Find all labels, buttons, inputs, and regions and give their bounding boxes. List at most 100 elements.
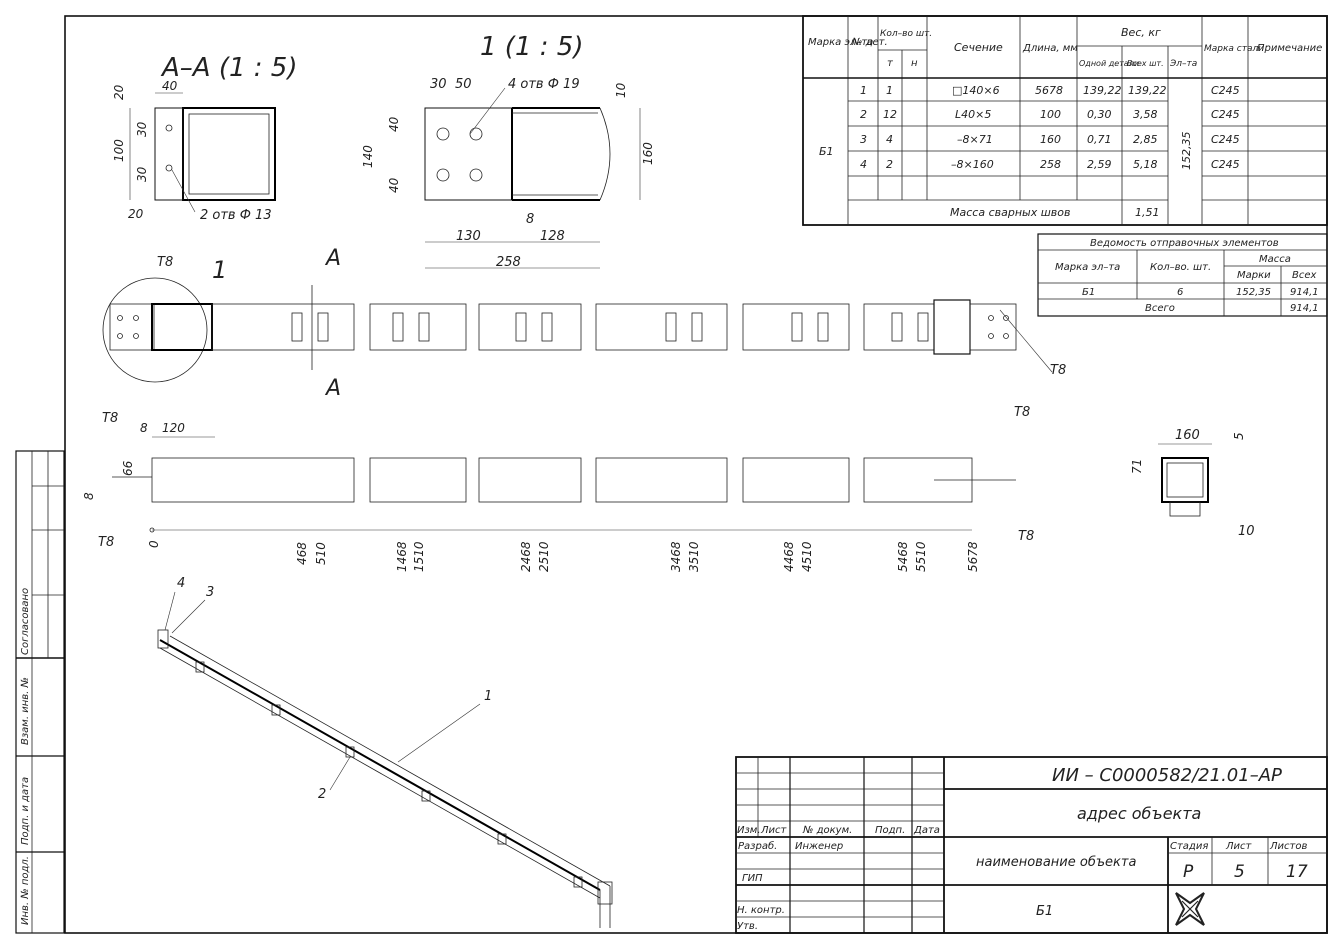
chain-3510: 3510 (687, 541, 701, 572)
node-dim-50: 50 (455, 77, 472, 92)
spec-table: Марка эл–та № дет. Кол–во шт. т н Сечени… (802, 15, 1328, 226)
spec-h-qty-t: т (887, 58, 894, 69)
chain-2468: 2468 (519, 541, 533, 572)
spec-welds-label: Масса сварных швов (950, 206, 1070, 219)
spec-h-note: Примечание (1257, 43, 1322, 54)
spec-r1-qty: 1 (886, 84, 893, 97)
section-dim-20b: 20 (128, 207, 144, 221)
section-dim-40: 40 (162, 79, 178, 93)
front-weld-br: Т8 (1018, 529, 1034, 544)
node-dim-140: 140 (361, 145, 375, 168)
node-dim-10: 10 (614, 82, 628, 98)
stamp-sheet-name: Б1 (1036, 904, 1053, 919)
spec-r4-sec: –8×160 (951, 158, 994, 171)
spec-r1-one: 139,22 (1083, 84, 1122, 97)
spec-h-weight: Вес, кг (1121, 26, 1161, 39)
plan-node-callout: 1 (212, 256, 227, 284)
section-title: А–А (1 : 5) (160, 53, 298, 83)
spec-r2-all: 3,58 (1133, 108, 1158, 121)
section-dim-100: 100 (112, 139, 126, 162)
shipping-table: Ведомость отправочных элементов Марка эл… (1037, 233, 1328, 317)
spec-r4-steel: С245 (1211, 158, 1240, 171)
ship-per: 152,35 (1236, 287, 1271, 298)
section-holes: 2 отв Ф 13 (200, 208, 272, 223)
isometric-view: 4 3 1 2 (157, 576, 613, 928)
ship-total-label: Всего (1145, 303, 1175, 314)
spec-r1-n: 1 (860, 84, 867, 97)
end-dim-160: 160 (1175, 428, 1200, 443)
stamp-h-list: Лист (760, 825, 788, 836)
side-strip: Согласовано Взам. инв. № Подп. и дата Ин… (15, 450, 65, 934)
stamp-stage-label: Стадия (1170, 841, 1208, 852)
spec-r4-one: 2,59 (1087, 158, 1112, 171)
stamp-stage: Р (1183, 862, 1194, 882)
chain-510: 510 (314, 542, 328, 565)
spec-h-w-one: Одной детали (1079, 59, 1139, 68)
ship-all: 914,1 (1290, 287, 1319, 298)
ship-mark: Б1 (1082, 287, 1095, 298)
spec-h-w-el: Эл–та (1169, 59, 1197, 69)
spec-h-mark: Марка эл–та (808, 37, 873, 48)
node-dim-130: 130 (456, 229, 481, 244)
spec-r3-n: 3 (860, 133, 867, 146)
end-dim-71: 71 (1130, 459, 1144, 474)
spec-r3-all: 2,85 (1133, 133, 1158, 146)
spec-welds-value: 1,51 (1135, 206, 1160, 219)
ship-qty: 6 (1177, 287, 1183, 298)
section-dim-20a: 20 (112, 84, 126, 100)
end-view: 160 5 71 10 (1130, 428, 1255, 539)
section-dim-30a: 30 (135, 121, 149, 137)
node-dim-258: 258 (496, 255, 521, 270)
stamp-role-gip: ГИП (742, 873, 763, 884)
spec-r1-all: 139,22 (1128, 84, 1167, 97)
front-weld-tr: Т8 (1014, 405, 1030, 420)
chain-5510: 5510 (914, 541, 928, 572)
front-dim-66: 66 (121, 460, 135, 476)
stamp-address: адрес объекта (1077, 804, 1201, 823)
front-dim-120: 120 (162, 421, 185, 435)
spec-r3-len: 160 (1040, 133, 1061, 146)
spec-r2-n: 2 (860, 108, 867, 121)
end-dim-5: 5 (1232, 432, 1246, 440)
ship-h-mark: Марка эл–та (1055, 262, 1120, 273)
hole (436, 168, 450, 182)
spec-r2-sec: L40×5 (955, 108, 991, 121)
side-inv: Инв. № подл. (20, 856, 31, 925)
plan-weld-tl: Т8 (157, 255, 173, 270)
spec-r3-qty: 4 (886, 133, 893, 146)
section-dim-30b: 30 (135, 166, 149, 182)
beam-plan-view: 1 Т8 А А Т8 (102, 246, 1066, 401)
front-dim-8a: 8 (140, 421, 148, 435)
spec-r4-all: 5,18 (1133, 158, 1158, 171)
stamp-sheets: 17 (1286, 862, 1308, 882)
spec-h-w-all: Всех шт. (1127, 59, 1164, 68)
section-a-a: А–А (1 : 5) 40 20 30 100 30 20 2 отв Ф 1… (112, 53, 298, 223)
node-dim-160: 160 (641, 142, 655, 165)
chain-0: 0 (147, 540, 161, 548)
front-weld-tl: Т8 (102, 411, 118, 426)
spec-r1-sec: □140×6 (952, 84, 1000, 97)
side-replaced: Взам. инв. № (20, 677, 31, 745)
spec-r2-one: 0,30 (1087, 108, 1112, 121)
stamp-name: наименование объекта (976, 855, 1136, 870)
front-dim-8b: 8 (82, 492, 96, 500)
cut-a-bottom: А (324, 376, 341, 401)
title-block: Изм. Лист № докум. Подп. Дата Разраб. Ин… (735, 756, 1328, 934)
node-dim-40a: 40 (387, 116, 401, 132)
drawing-frame (64, 15, 1328, 934)
end-dim-10: 10 (1238, 524, 1255, 539)
iso-callout-2: 2 (318, 787, 326, 802)
spec-r1-steel: С245 (1211, 84, 1240, 97)
plan-weld-right: Т8 (1050, 363, 1066, 378)
ship-h-qty: Кол–во. шт. (1150, 262, 1211, 273)
iso-callout-1: 1 (484, 689, 492, 704)
ship-title: Ведомость отправочных элементов (1090, 238, 1279, 249)
node-dim-8: 8 (526, 212, 534, 227)
node-holes: 4 отв Ф 19 (508, 77, 580, 92)
spec-r3-steel: С245 (1211, 133, 1240, 146)
stamp-h-sign: Подп. (875, 825, 905, 836)
spec-h-length: Длина, мм (1022, 43, 1078, 54)
stamp-developer: Инженер (795, 841, 843, 852)
stamp-role-utv: Утв. (737, 921, 758, 932)
front-weld-bl: Т8 (98, 535, 114, 550)
